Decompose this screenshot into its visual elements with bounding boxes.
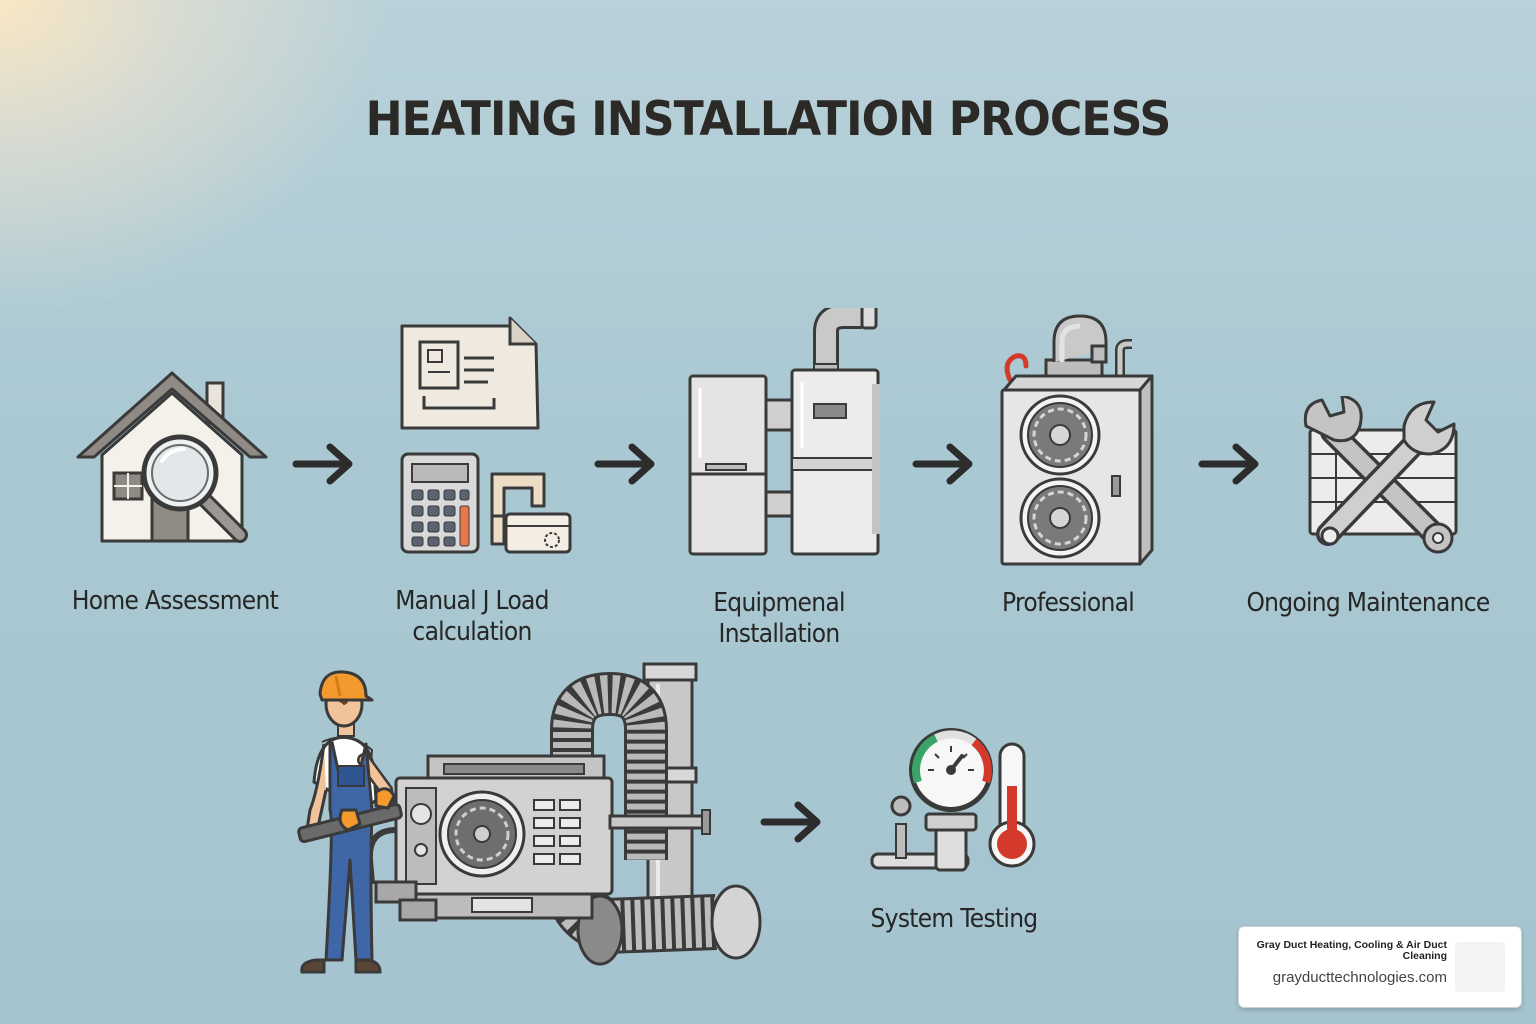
- badge-company-name: Gray Duct Heating, Cooling & Air Duct Cl…: [1256, 939, 1447, 962]
- step-label-ongoing-maintenance: Ongoing Maintenance: [1246, 588, 1490, 618]
- fan-unit-icon: [1000, 314, 1154, 566]
- technician-installing-unit-icon: [297, 662, 762, 974]
- step-label-manual-j: Manual J Load calculation: [395, 586, 549, 647]
- arrow-icon: [1198, 443, 1259, 485]
- arrow-icon: [292, 443, 353, 485]
- furnace-unit-icon: [688, 308, 880, 556]
- badge-url[interactable]: grayducttechnologies.com: [1272, 969, 1447, 986]
- arrow-icon: [760, 801, 821, 843]
- house-magnifier-icon: [76, 371, 268, 543]
- step-label-home-assessment: Home Assessment: [71, 586, 279, 616]
- arrow-icon: [594, 443, 655, 485]
- page-title: HEATING INSTALLATION PROCESS: [365, 92, 1172, 147]
- gauge-thermometer-icon: [870, 728, 1036, 872]
- blueprint-calculator-icon: [400, 316, 572, 554]
- step-label-system-testing: System Testing: [870, 904, 1039, 934]
- source-badge[interactable]: Gray Duct Heating, Cooling & Air Duct Cl…: [1238, 926, 1522, 1008]
- company-logo-icon: [1455, 942, 1505, 992]
- wrench-tools-icon: [1303, 396, 1458, 554]
- step-label-equipment-installation: Equipmenal Installation: [713, 588, 845, 649]
- arrow-icon: [912, 443, 973, 485]
- step-label-professional: Professional: [1002, 588, 1135, 618]
